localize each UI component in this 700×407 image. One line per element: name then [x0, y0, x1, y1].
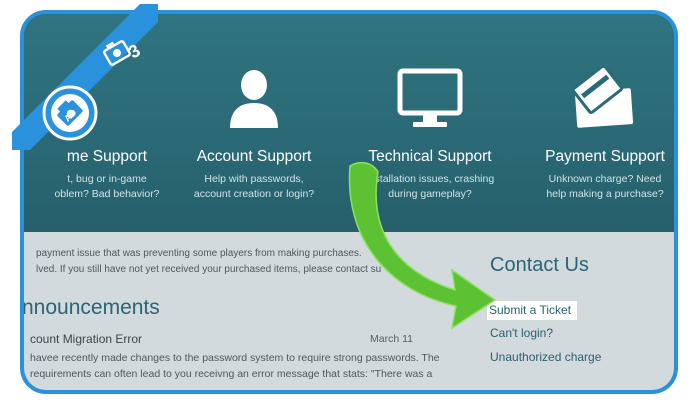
card-title: Payment Support [545, 148, 665, 165]
unauthorized-charge-link[interactable]: Unauthorized charge [490, 350, 602, 364]
submit-ticket-link[interactable]: Submit a Ticket [487, 301, 578, 320]
card-description: Unknown charge? Need help making a purch… [546, 173, 664, 200]
notice-text: payment issue that was preventing some p… [36, 248, 382, 275]
credit-card-icon [571, 68, 634, 128]
screenshot-frame: me Support t, bug or in-game oblem? Bad … [20, 10, 678, 394]
card-description: t, bug or in-game oblem? Bad behavior? [54, 173, 160, 200]
monitor-icon [397, 68, 463, 127]
card-title: Technical Support [368, 148, 492, 165]
card-title: Account Support [196, 148, 312, 165]
main-content: payment issue that was preventing some p… [22, 232, 674, 390]
announcement-title[interactable]: count Migration Error [30, 332, 143, 346]
support-hero: me Support t, bug or in-game oblem? Bad … [24, 14, 674, 232]
card-description: Installation issues, crashing during gam… [365, 173, 495, 200]
announcements-heading: nnouncements [22, 296, 160, 319]
announcement-date: March 11 [370, 333, 413, 345]
contact-us-heading: Contact Us [490, 254, 589, 276]
card-description: Help with passwords, account creation or… [193, 173, 315, 200]
card-title: me Support [66, 148, 148, 165]
announcement-body: havee recently made changes to the passw… [30, 352, 440, 380]
cant-login-link[interactable]: Can't login? [490, 326, 553, 340]
person-icon [230, 70, 278, 128]
